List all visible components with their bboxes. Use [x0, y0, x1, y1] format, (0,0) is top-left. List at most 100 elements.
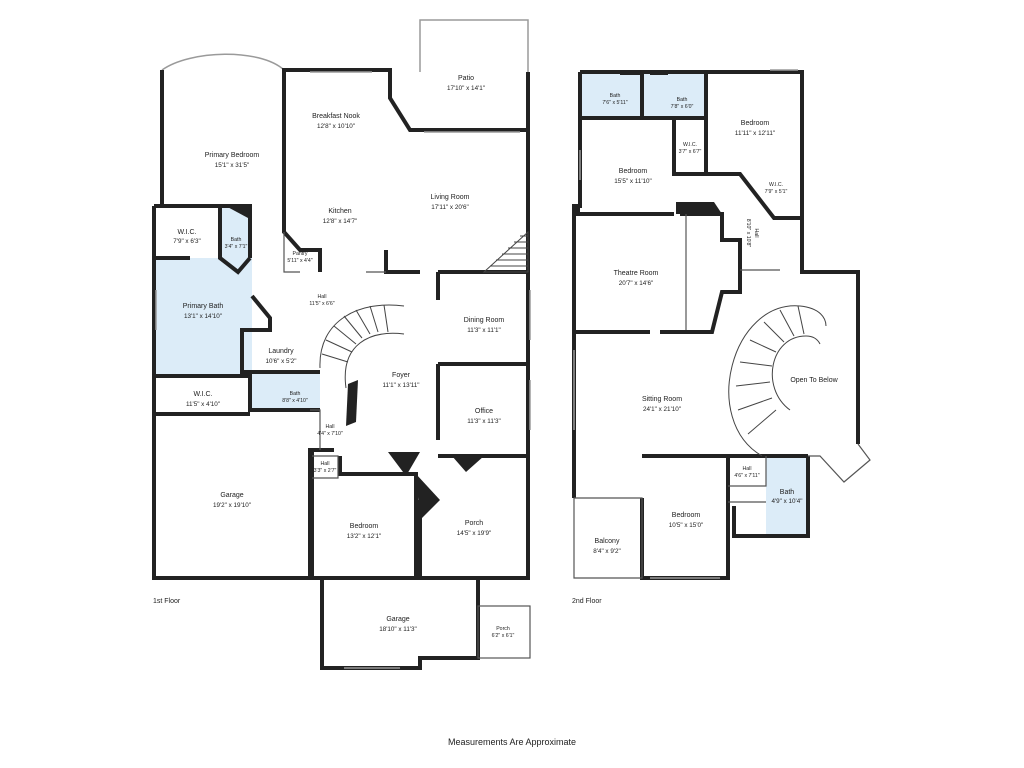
curved-stair-upper [728, 305, 827, 457]
room-dim-kitchen: 12'8" x 14'7" [323, 218, 358, 225]
bath-fill [582, 70, 642, 118]
room-name-bath-b: Bath [677, 97, 688, 103]
room-name-bath-s: Bath [780, 489, 795, 496]
exterior-wall [418, 130, 530, 580]
room-name-hall-small: Hall [743, 466, 752, 472]
interior-wall [672, 118, 708, 176]
room-name-laundry: Laundry [268, 348, 294, 355]
wall-block [346, 380, 358, 426]
room-dim-primary-bath: 13'1" x 14'10" [184, 313, 222, 320]
wall-block [222, 204, 248, 218]
room-name-garage-main: Garage [220, 492, 243, 499]
room-dim-hall-tiny: 3'3" x 2'7" [314, 468, 337, 474]
wall-block [620, 70, 640, 75]
patio-outline [419, 19, 529, 130]
room-name-wic-a: W.I.C. [683, 142, 697, 148]
bath-fill [220, 208, 250, 272]
room-name-bedroom-nw: Bedroom [619, 168, 648, 175]
interior-wall [154, 204, 252, 258]
room-dim-bath-b: 7'8" x 6'0" [671, 104, 694, 110]
first-floor-plan [152, 19, 531, 670]
floor-label-second: 2nd Floor [572, 598, 602, 605]
room-name-wic-lower: W.I.C. [193, 391, 212, 398]
interior-wall [282, 72, 322, 272]
room-name-bedroom-s: Bedroom [672, 512, 701, 519]
straight-stair [482, 230, 529, 273]
interior-partition [310, 409, 321, 450]
room-dim-wic-upper: 7'9" x 6'3" [173, 238, 201, 245]
exterior-wall [152, 206, 310, 580]
porch-small-outline [477, 605, 531, 659]
room-dim-bath-small: 3'4" x 7'1" [225, 244, 248, 250]
room-dim-wic-lower: 11'5" x 4'10" [186, 401, 220, 408]
bath-fill [250, 374, 320, 410]
room-name-bedroom-first: Bedroom [350, 523, 379, 530]
room-dim-hall-small: 4'6" x 7'11" [734, 473, 759, 479]
room-dim-patio: 17'10" x 14'1" [447, 85, 485, 92]
room-dim-hall-rot: 8'10" x 10'8" [745, 219, 751, 248]
room-name-hall-rot: Hall [753, 229, 759, 238]
room-dim-theatre: 20'7" x 14'6" [619, 280, 654, 287]
room-dim-breakfast-nook: 12'8" x 10'10" [317, 123, 355, 130]
open-below-edge [808, 443, 871, 483]
room-name-hall-tiny: Hall [321, 461, 330, 467]
interior-wall [310, 450, 418, 580]
interior-wall [240, 294, 320, 374]
room-name-breakfast-nook: Breakfast Nook [312, 113, 360, 120]
room-dim-living-room: 17'11" x 20'6" [431, 204, 469, 211]
exterior-wall [732, 456, 810, 538]
room-name-office: Office [475, 408, 493, 415]
room-name-kitchen: Kitchen [328, 208, 351, 215]
room-name-theatre: Theatre Room [614, 270, 659, 277]
room-name-bath-mid: Bath [290, 391, 301, 397]
room-dim-laundry: 10'6" x 5'2" [265, 358, 296, 365]
interior-wall [154, 374, 320, 412]
room-dim-bedroom-ne: 11'11" x 12'11" [735, 130, 775, 137]
wall-block [416, 474, 440, 520]
room-dim-pantry: 5'11" x 4'4" [287, 258, 312, 264]
room-name-balcony: Balcony [595, 538, 620, 545]
interior-wall [706, 172, 802, 220]
interior-wall [338, 456, 390, 476]
wall-block [388, 452, 420, 476]
bath-fill [766, 456, 808, 536]
interior-wall [218, 206, 252, 275]
interior-wall [582, 72, 644, 120]
room-name-wic-b: W.I.C. [769, 182, 783, 188]
room-name-primary-bedroom: Primary Bedroom [205, 152, 260, 159]
room-dim-primary-bedroom: 15'1" x 31'5" [215, 162, 250, 169]
room-name-bath-small: Bath [231, 237, 242, 243]
room-dim-porch-small: 6'2" x 6'1" [492, 633, 515, 639]
room-name-porch-small: Porch [496, 626, 510, 632]
wall-block [650, 70, 668, 75]
room-name-bath-a: Bath [610, 93, 621, 99]
exterior-wall [282, 68, 530, 132]
room-dim-sitting: 24'1" x 21'10" [643, 406, 681, 413]
interior-wall [660, 212, 742, 334]
room-name-open-below: Open To Below [790, 377, 838, 384]
room-name-patio: Patio [458, 75, 474, 82]
room-dim-garage-lower: 18'10" x 11'3" [379, 626, 417, 633]
exterior-wall [800, 206, 860, 444]
room-name-wic-upper: W.I.C. [177, 229, 196, 236]
room-dim-bath-mid: 8'8" x 4'10" [282, 398, 308, 404]
room-dim-garage-main: 19'2" x 19'10" [213, 502, 251, 509]
room-name-primary-bath: Primary Bath [183, 303, 224, 310]
room-dim-wic-a: 3'7" x 6'7" [679, 149, 702, 155]
interior-partition [283, 232, 300, 273]
room-name-hall-mid: Hall [326, 424, 335, 430]
room-name-pantry: Pantry [293, 251, 308, 257]
room-dim-balcony: 8'4" x 9'2" [593, 548, 621, 555]
bath-fill [156, 258, 252, 376]
bay-window [161, 53, 285, 71]
room-dim-hall-upper: 11'5" x 6'6" [309, 301, 334, 307]
room-dim-porch-main: 14'5" x 19'9" [457, 530, 492, 537]
room-dim-hall-mid: 4'4" x 7'10" [317, 431, 343, 437]
room-name-bedroom-ne: Bedroom [741, 120, 770, 127]
room-name-garage-lower: Garage [386, 616, 409, 623]
second-floor-plan [572, 69, 871, 580]
room-name-porch-main: Porch [465, 520, 483, 527]
wall-block [572, 204, 580, 216]
curved-stair [319, 304, 405, 389]
